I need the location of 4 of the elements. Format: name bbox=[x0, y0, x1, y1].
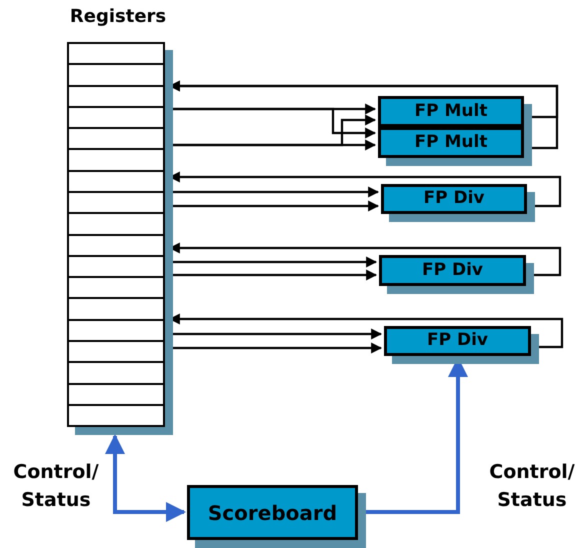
arrow bbox=[105, 434, 186, 522]
register-title: Registers bbox=[70, 5, 166, 29]
edge-label: Control/ Status bbox=[12, 460, 100, 513]
edge-label: Control/ Status bbox=[488, 460, 576, 513]
